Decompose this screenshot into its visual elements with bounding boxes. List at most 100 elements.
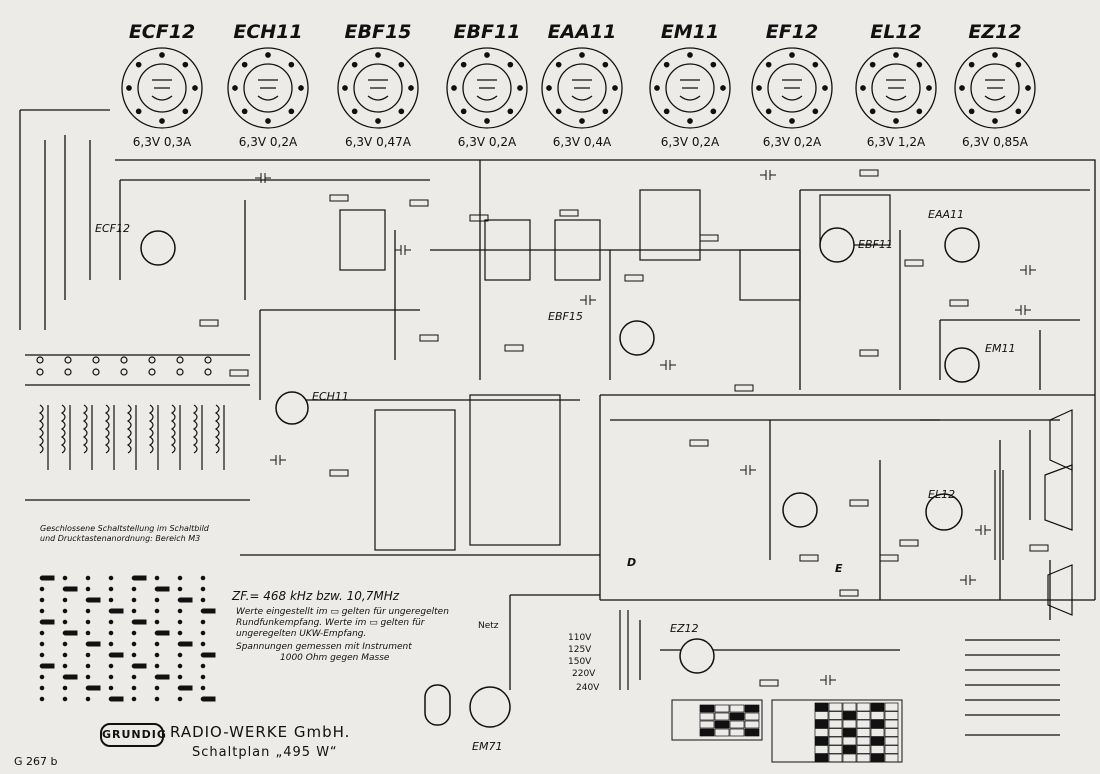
tube-socket-outer [227, 47, 309, 129]
band-coil [104, 404, 110, 454]
capacitor [740, 465, 756, 475]
matrix-bar [110, 652, 124, 658]
matrix-dot [108, 663, 114, 669]
tube-electrodes [571, 79, 593, 101]
tube-heater-rating: 6,3V 0,2A [458, 135, 517, 149]
switch-matrix [39, 575, 216, 702]
table-cell [884, 736, 899, 746]
switch-contact [64, 356, 72, 364]
table-cell [714, 712, 730, 721]
marker-d: D [627, 556, 636, 569]
matrix-dot [177, 630, 183, 636]
table-cell [870, 736, 885, 746]
tube-pin [135, 61, 142, 68]
resistor [904, 259, 924, 267]
ef12-stage-tube [782, 492, 818, 528]
tube-type-label: EBF11 [454, 21, 521, 43]
matrix-bar [179, 685, 193, 691]
resistor [469, 214, 489, 222]
tube-pin [507, 108, 514, 115]
matrix-dot [85, 586, 91, 592]
matrix-bar [64, 674, 78, 680]
tube-pin [756, 85, 762, 91]
switch-contact [36, 356, 44, 364]
tube-pin [602, 108, 609, 115]
tube-pin [992, 118, 998, 124]
matrix-bar [87, 685, 101, 691]
matrix-dot [39, 608, 45, 614]
table-cell [856, 711, 871, 720]
mains-110v: 110V [568, 633, 592, 643]
matrix-dot [154, 619, 160, 625]
tube-pin [265, 52, 271, 58]
switch-contact [176, 356, 184, 364]
table-cell [729, 712, 745, 721]
tube-electrodes [679, 79, 701, 101]
note-line-4: Spannungen gemessen mit Instrument [236, 642, 412, 652]
ez12-label: EZ12 [670, 622, 698, 635]
matrix-dot [200, 674, 206, 680]
resistor [329, 469, 349, 477]
mains-transformer-core [619, 610, 629, 690]
table-cell [814, 702, 829, 712]
table-cell [884, 702, 899, 712]
capacitor [395, 245, 411, 255]
band-coil [82, 404, 88, 454]
tube-envelope [462, 63, 512, 113]
tube-pin [959, 85, 965, 91]
resistor [689, 439, 709, 447]
tube-pin [182, 108, 189, 115]
power-supply-wiring [509, 594, 900, 690]
matrix-bar [110, 696, 124, 702]
resistor [859, 169, 879, 177]
speaker-2 [1044, 464, 1073, 531]
matrix-dot [108, 674, 114, 680]
matrix-bar [179, 641, 193, 647]
matrix-dot [154, 663, 160, 669]
table-cell [870, 702, 885, 712]
table-cell [842, 736, 857, 746]
el12-stage-tube [925, 493, 963, 531]
capacitor [270, 455, 286, 465]
matrix-dot [154, 641, 160, 647]
capacitor [960, 575, 976, 585]
matrix-dot [200, 597, 206, 603]
pushbutton-table-1 [671, 699, 763, 741]
tube-pin [135, 108, 142, 115]
switch-contact [64, 368, 72, 376]
matrix-dot [131, 674, 137, 680]
capacitor [1015, 305, 1031, 315]
tube-pin [710, 61, 717, 68]
tube-pin [893, 52, 899, 58]
tube-pin [789, 118, 795, 124]
em71-label: EM71 [472, 740, 502, 753]
ebf15-stage-tube [619, 320, 655, 356]
mains-240v: 240V [576, 683, 600, 693]
company-name: RADIO-WERKE GmbH. [170, 723, 351, 741]
matrix-dot [62, 641, 68, 647]
tube-pin [507, 61, 514, 68]
tube-socket-outer [541, 47, 623, 129]
tube-pin [484, 52, 490, 58]
matrix-bar [87, 597, 101, 603]
table-cell [814, 719, 829, 729]
matrix-bar [133, 575, 147, 581]
tube-type-label: EF12 [766, 21, 818, 43]
tube-pin [375, 118, 381, 124]
tube-pin [765, 61, 772, 68]
table-cell [828, 736, 843, 746]
tube-electrodes [476, 79, 498, 101]
switch-contact [120, 368, 128, 376]
matrix-dot [62, 575, 68, 581]
tube-envelope [353, 63, 403, 113]
tube-type-label: EL12 [870, 21, 922, 43]
tube-pin [1015, 108, 1022, 115]
table-cell [814, 736, 829, 746]
matrix-bar [156, 630, 170, 636]
matrix-bar [41, 663, 55, 669]
tube-pin [241, 108, 248, 115]
tube-type-label: ECF12 [129, 21, 195, 43]
table-cell [814, 753, 829, 763]
matrix-dot [177, 619, 183, 625]
